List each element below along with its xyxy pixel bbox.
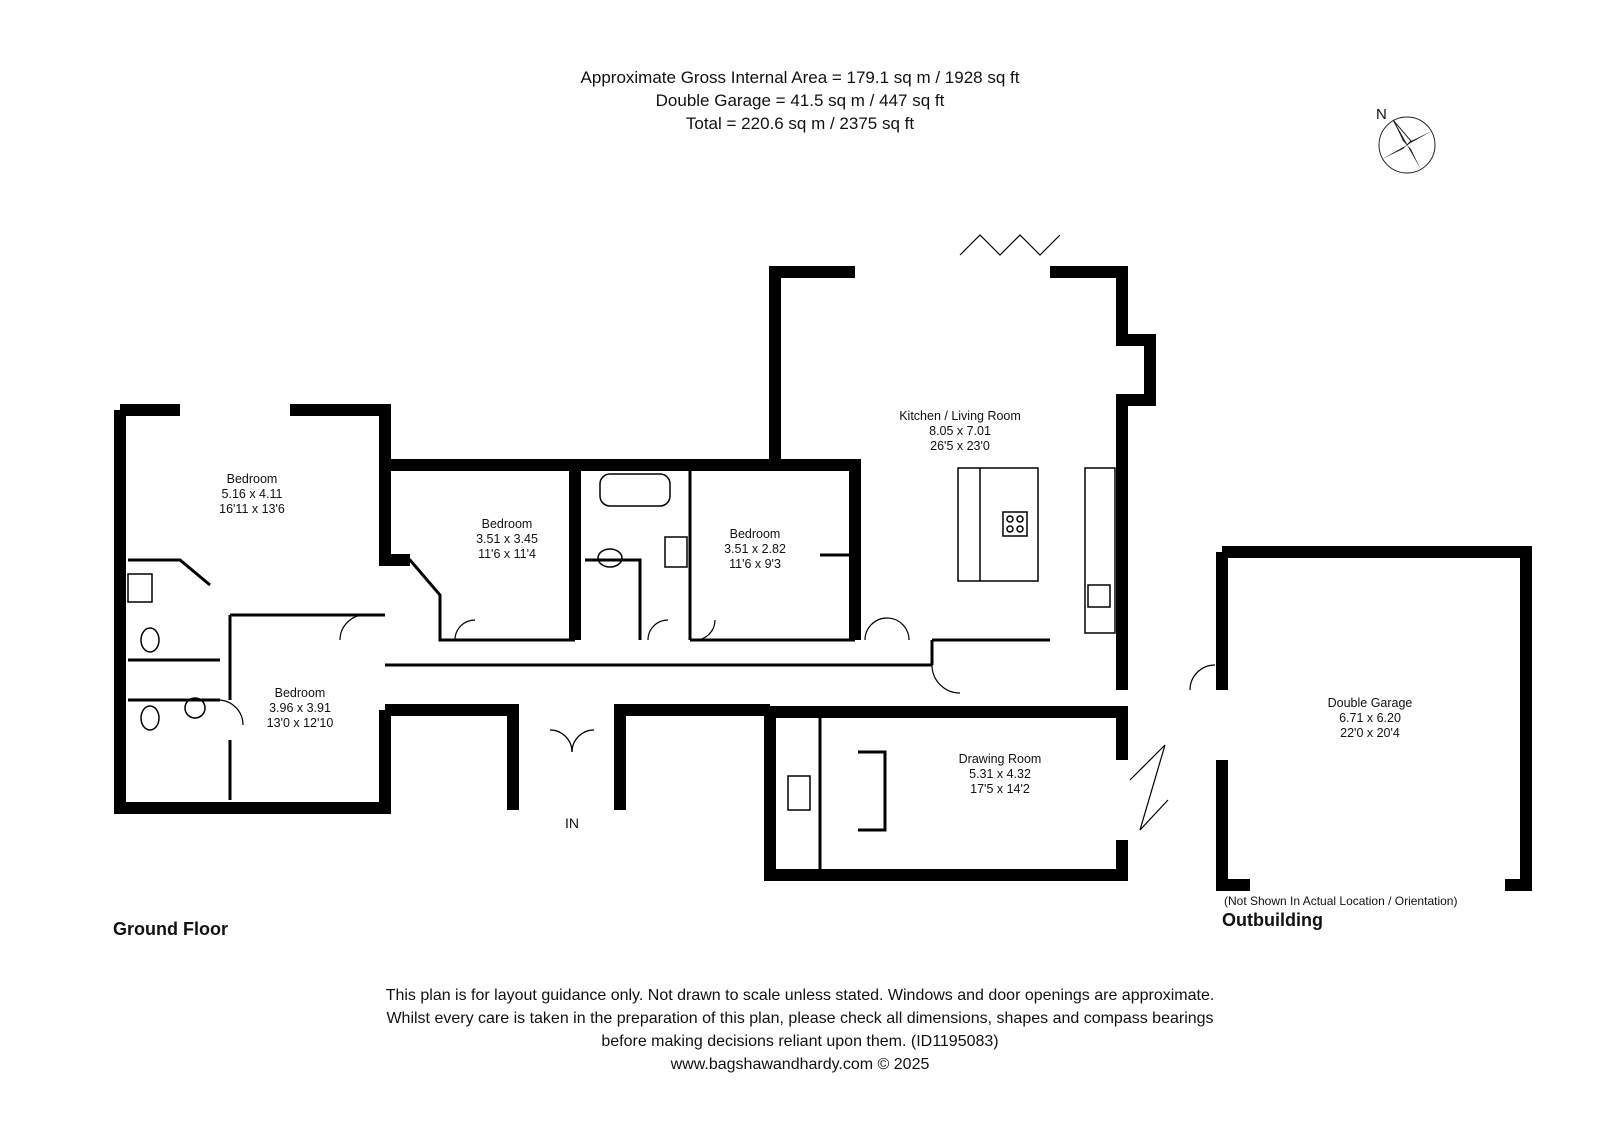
area-summary: Approximate Gross Internal Area = 179.1 … <box>0 66 1600 135</box>
kitchen-name: Kitchen / Living Room <box>899 409 1021 423</box>
basin-icon-2 <box>127 573 153 603</box>
toilet-icon-3 <box>140 705 160 731</box>
room-labels: Bedroom 5.16 x 4.11 16'11 x 13'6 Bedroom… <box>219 409 1412 831</box>
garage-imperial: 22'0 x 20'4 <box>1340 726 1400 740</box>
disclaimer-line2: Whilst every care is taken in the prepar… <box>386 1010 1214 1027</box>
not-shown-note: (Not Shown In Actual Location / Orientat… <box>1224 894 1458 908</box>
garage-name: Double Garage <box>1328 696 1413 710</box>
bedroom1-imperial: 16'11 x 13'6 <box>219 502 285 516</box>
basin-icon-3 <box>184 697 206 719</box>
basin-icon <box>664 536 688 568</box>
kitchen-counter <box>1084 467 1116 634</box>
drawing-room-imperial: 17'5 x 14'2 <box>970 782 1030 796</box>
disclaimer: This plan is for layout guidance only. N… <box>0 984 1600 1076</box>
entrance-label: IN <box>565 815 579 831</box>
bedroom4-name: Bedroom <box>275 686 326 700</box>
ground-floor-label: Ground Floor <box>113 919 228 939</box>
bedroom1-metric: 5.16 x 4.11 <box>222 487 283 501</box>
bath-icon <box>599 473 671 507</box>
toilet-icon <box>597 548 623 568</box>
website-link[interactable]: www.bagshawandhardy.com © 2025 <box>670 1056 930 1073</box>
outbuilding-label: Outbuilding <box>1222 910 1323 930</box>
bedroom3-name: Bedroom <box>730 527 781 541</box>
garage-metric: 6.71 x 6.20 <box>1339 711 1401 725</box>
utility-sink-icon <box>787 775 811 811</box>
compass-rose-icon <box>1378 116 1436 174</box>
drawing-room-metric: 5.31 x 4.32 <box>969 767 1031 781</box>
disclaimer-line1: This plan is for layout guidance only. N… <box>385 987 1215 1004</box>
bedroom3-imperial: 11'6 x 9'3 <box>729 557 781 571</box>
bathroom-fixtures <box>127 473 811 811</box>
doors <box>217 234 1216 831</box>
hob-icon <box>1002 511 1028 537</box>
toilet-icon-2 <box>140 627 160 653</box>
compass-north-label: N <box>1376 106 1387 123</box>
bedroom4-metric: 3.96 x 3.91 <box>269 701 331 715</box>
walls <box>114 266 1532 891</box>
kitchen-metric: 8.05 x 7.01 <box>929 424 991 438</box>
bedroom2-imperial: 11'6 x 11'4 <box>478 547 536 561</box>
drawing-room-name: Drawing Room <box>959 752 1042 766</box>
interior-walls <box>128 465 1050 870</box>
kitchen-island <box>957 467 1039 582</box>
kitchen-imperial: 26'5 x 23'0 <box>930 439 990 453</box>
total-area: Total = 220.6 sq m / 2375 sq ft <box>685 114 915 133</box>
gross-internal-area: Approximate Gross Internal Area = 179.1 … <box>580 68 1020 87</box>
bedroom1-name: Bedroom <box>227 472 278 486</box>
kitchen-fixtures <box>957 467 1116 634</box>
bedroom2-metric: 3.51 x 3.45 <box>476 532 538 546</box>
kitchen-sink-icon <box>1087 584 1111 608</box>
disclaimer-line3: before making decisions reliant upon the… <box>601 1033 999 1050</box>
bedroom2-name: Bedroom <box>482 517 533 531</box>
bedroom3-metric: 3.51 x 2.82 <box>724 542 786 556</box>
bedroom4-imperial: 13'0 x 12'10 <box>267 716 334 730</box>
garage-area: Double Garage = 41.5 sq m / 447 sq ft <box>655 91 945 110</box>
